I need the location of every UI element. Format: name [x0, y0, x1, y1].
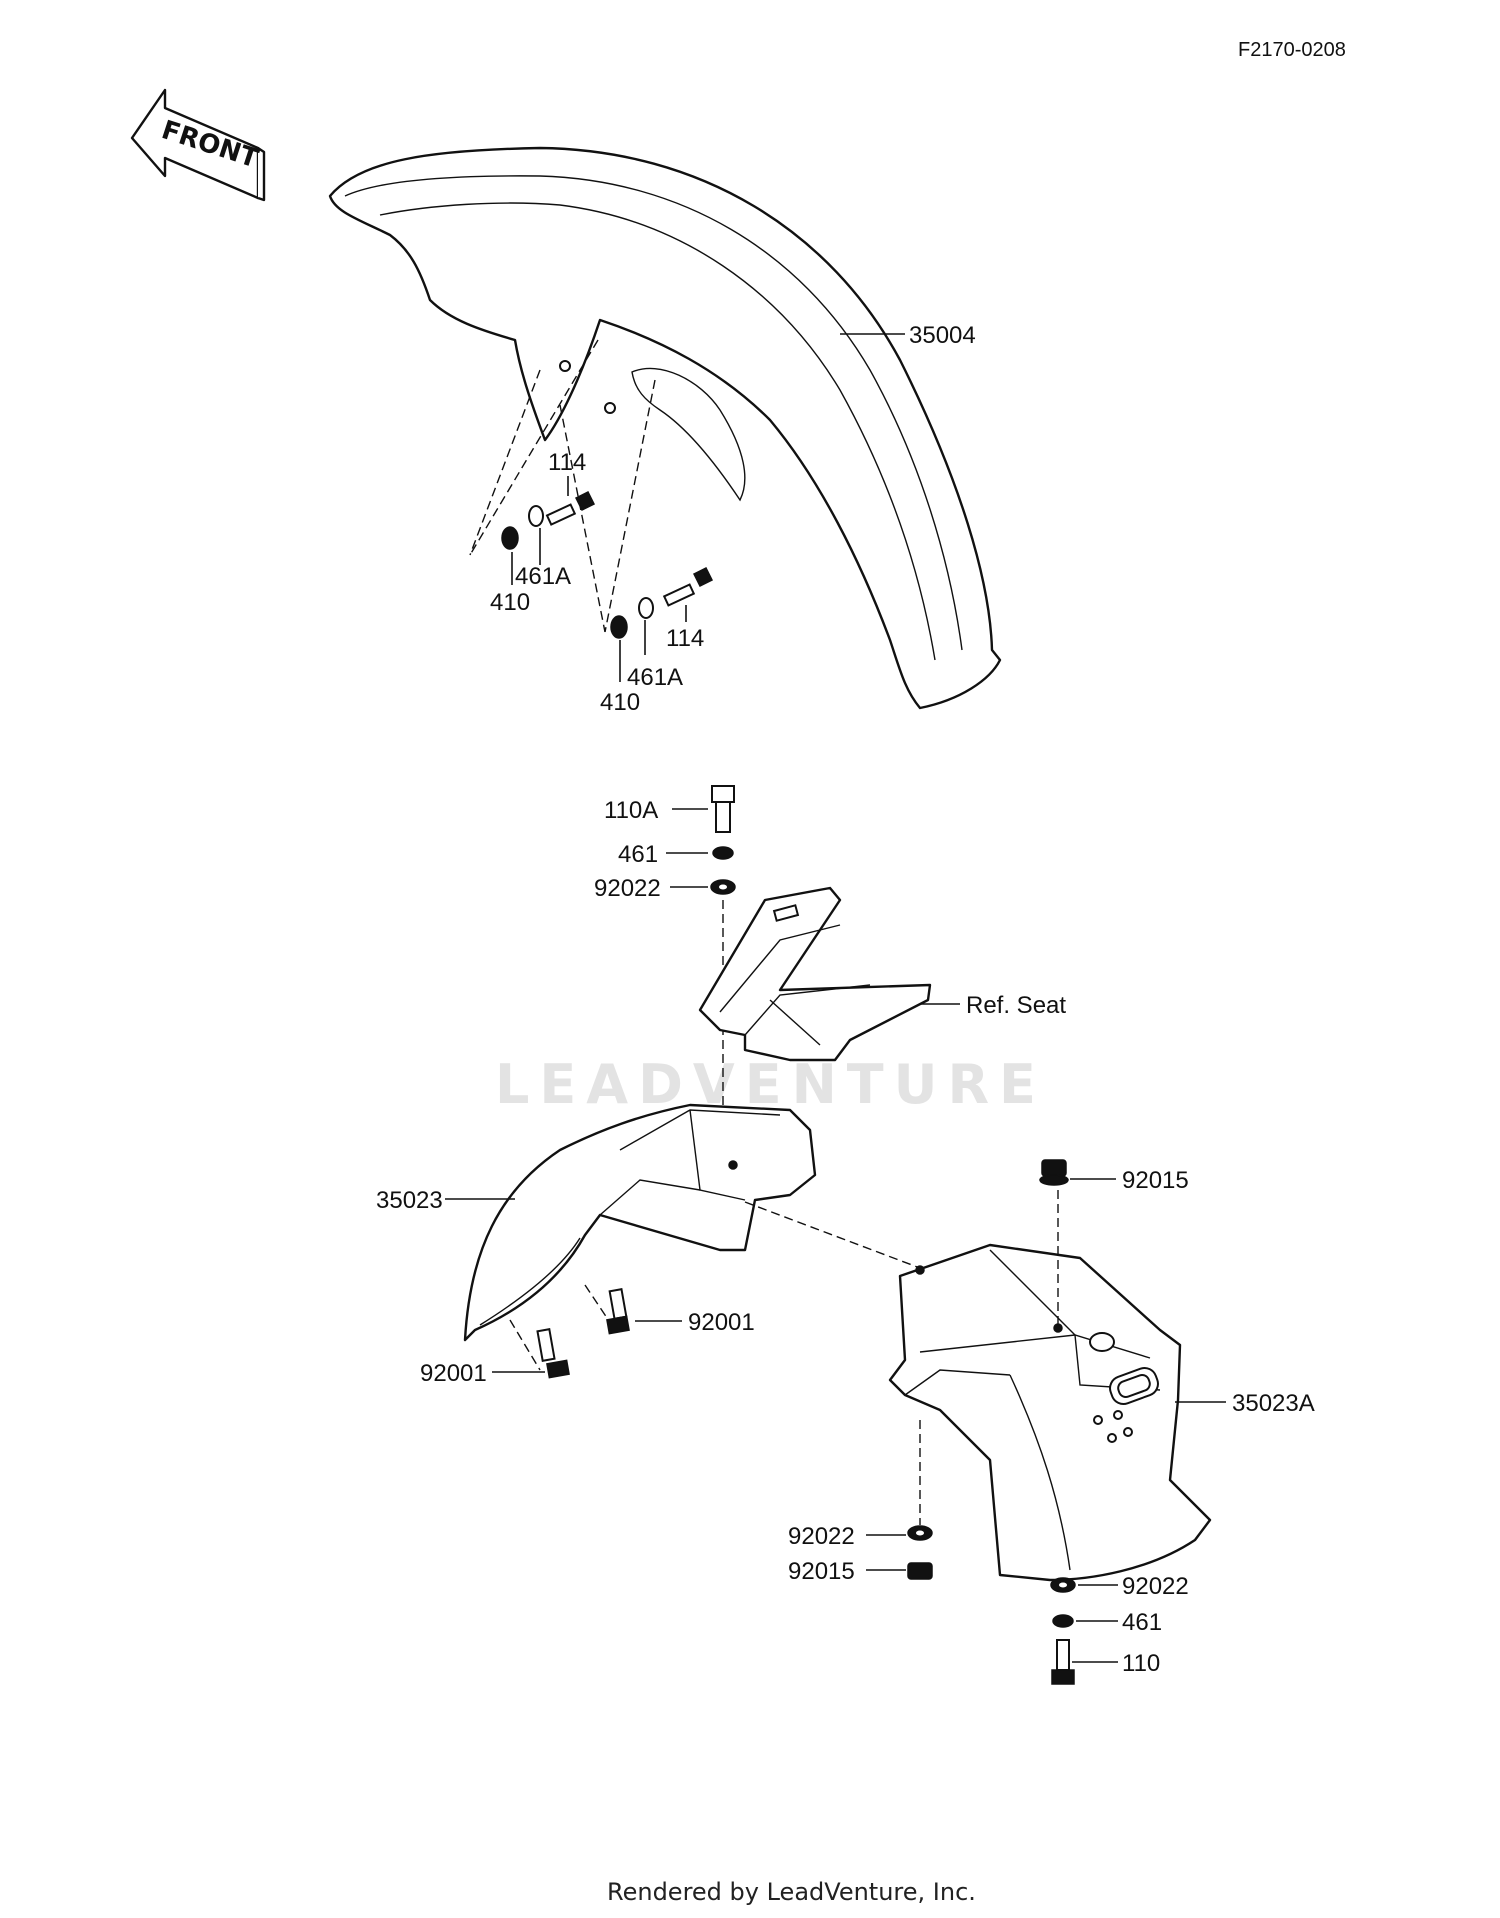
washer-icon [501, 526, 519, 550]
bolt-icon [606, 1288, 630, 1335]
bolt-icon [711, 785, 735, 833]
part-410-a: 410 [490, 589, 530, 616]
nut-icon [1039, 1159, 1069, 1186]
bolt-icon [545, 490, 596, 526]
part-92001-b: 92001 [420, 1360, 487, 1387]
part-35023: 35023 [376, 1187, 443, 1214]
part-92015-top: 92015 [1122, 1167, 1189, 1194]
rear-fender-mid-hardware: 92022 92015 [788, 1420, 933, 1585]
part-110A: 110A [604, 797, 658, 824]
part-110: 110 [1122, 1650, 1160, 1677]
rear-fender-front-bolts: 92001 92001 [420, 1284, 755, 1387]
part-35023A: 35023A [1232, 1390, 1315, 1417]
part-92001-a: 92001 [688, 1309, 755, 1336]
watermark: LEADVENTURE [495, 1053, 1046, 1116]
bolt-icon [536, 1328, 570, 1379]
bolt-icon [662, 566, 714, 607]
lock-washer-icon [638, 597, 654, 619]
part-92015-bot: 92015 [788, 1558, 855, 1585]
rear-fender-rear: 35023A [888, 1243, 1315, 1582]
lock-washer-icon [528, 505, 544, 527]
diagram-code: F2170-0208 [1238, 39, 1346, 61]
rear-fender-top-nut: 92015 [1039, 1159, 1189, 1325]
lock-washer-icon [712, 846, 734, 860]
lock-washer-icon [1052, 1614, 1074, 1628]
part-35004: 35004 [909, 322, 976, 349]
front-fender-hardware-left: 114 461A 410 [469, 339, 599, 616]
rear-fender-front: 35023 [376, 1103, 921, 1342]
part-410-b: 410 [600, 689, 640, 716]
part-92022-top: 92022 [594, 875, 661, 902]
front-arrow-icon: FRONT [130, 88, 266, 202]
nut-icon [907, 1562, 933, 1580]
washer-icon [610, 615, 628, 639]
front-fender-hardware-right: 114 461A 410 [559, 379, 714, 716]
seat-bracket: Ref. Seat [698, 886, 1066, 1062]
part-114-a: 114 [548, 449, 586, 476]
seat-bolt-stack: 110A 461 92022 [594, 785, 736, 1168]
part-92022-mid: 92022 [788, 1523, 855, 1550]
part-461A-a: 461A [515, 563, 571, 590]
part-114-b: 114 [666, 625, 704, 652]
part-461A-b: 461A [627, 664, 683, 691]
front-fender: 35004 [328, 146, 1002, 710]
footer-credit: Rendered by LeadVenture, Inc. [607, 1878, 976, 1906]
part-461-top: 461 [618, 841, 658, 868]
bolt-icon [1051, 1639, 1075, 1685]
part-461-right: 461 [1122, 1609, 1162, 1636]
ref-seat-label: Ref. Seat [966, 992, 1066, 1019]
rear-fender-bottom-stack: 92022 461 110 [1050, 1573, 1189, 1685]
part-92022-right: 92022 [1122, 1573, 1189, 1600]
